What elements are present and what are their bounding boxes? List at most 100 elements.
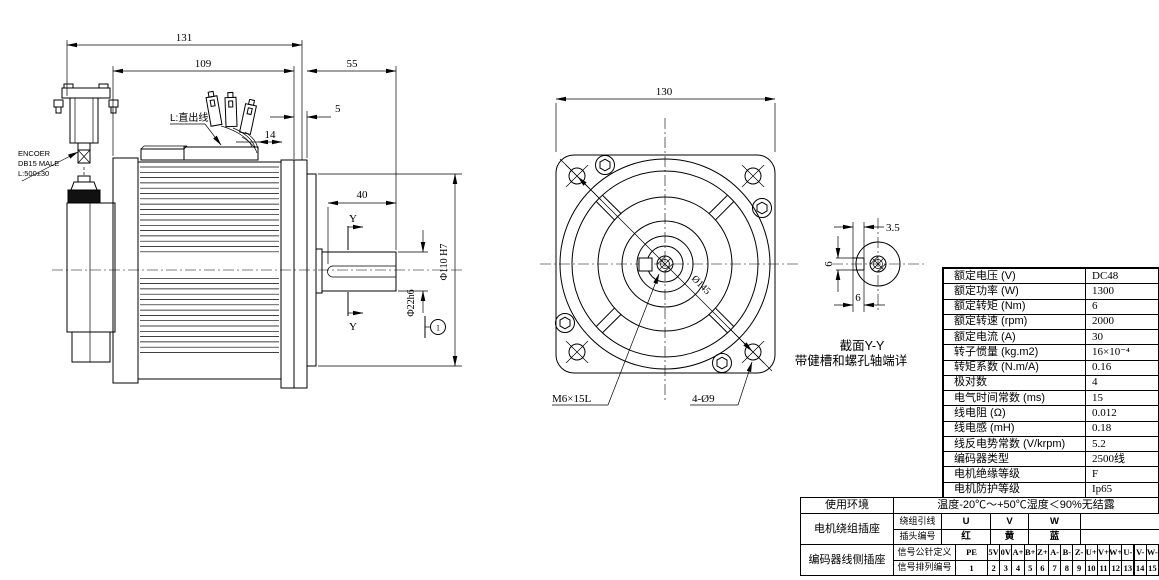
encoder-signal-cell: W+ — [1109, 544, 1123, 561]
spec-label: 额定转速 (rpm) — [943, 313, 1086, 331]
section-caption: 截面Y-Y — [840, 339, 885, 353]
side-view: ENCOER DB15 MALE L:500±30 — [18, 32, 462, 389]
lead-wires: L:直出线 — [170, 90, 259, 154]
encoder-signal-cell: 14 — [1133, 559, 1147, 576]
winding-cell: U — [941, 513, 991, 530]
spec-label: 电机绝缘等级 — [943, 466, 1086, 483]
encoder-signal-cell: U+ — [1084, 544, 1098, 561]
encoder-signal-cell: V- — [1133, 544, 1147, 561]
spec-value: DC48 — [1085, 268, 1159, 285]
encoder-connector — [53, 83, 119, 363]
encoder-signal-cell: 13 — [1121, 559, 1135, 576]
spec-value: 2000 — [1085, 313, 1159, 331]
winding-cell: 黄 — [990, 528, 1029, 545]
dim-55: 55 — [347, 58, 359, 70]
spade-terminal — [239, 98, 257, 135]
encoder-label-line1: ENCOER — [18, 149, 51, 158]
section-caption-2: 带健槽和螺孔轴端详 — [795, 353, 908, 368]
encoder-signal-cell: B+ — [1023, 544, 1037, 561]
spec-label: 转矩系数 (N.m/A) — [943, 359, 1086, 376]
env-label: 使用环境 — [800, 497, 894, 514]
spec-label: 转子惯量 (kg.m2) — [943, 344, 1086, 361]
dim-6-side: 6 — [823, 261, 835, 267]
dim-6-width: 6 — [855, 292, 861, 304]
winding-label: 电机绕组插座 — [800, 513, 894, 545]
spec-label: 额定电压 (V) — [943, 268, 1086, 285]
encoder-signal-cell: 6 — [1035, 559, 1050, 576]
encoder-signal-cell: 5 — [1023, 559, 1037, 576]
encoder-label-line2: DB15 MALE — [18, 159, 59, 168]
dim-131: 131 — [176, 32, 193, 44]
dim-pilot-diameter: Φ110 H7 — [439, 244, 450, 281]
encoder-signal-cell: Z- — [1072, 544, 1086, 561]
spec-value: 16×10⁻⁴ — [1085, 344, 1159, 361]
spec-value: 15 — [1085, 390, 1159, 407]
spec-label: 电气时间常数 (ms) — [943, 390, 1086, 407]
encoder-signal-cell: 1 — [955, 559, 988, 576]
front-view: 130 Ø145 M6×15L 4-Ø9 — [540, 86, 800, 406]
spec-value: 0.16 — [1085, 359, 1159, 376]
spade-terminal — [205, 90, 223, 127]
dim-40: 40 — [357, 189, 369, 201]
encoder-callout: ENCOER DB15 MALE L:500±30 — [18, 149, 79, 182]
spec-value: 6 — [1085, 298, 1159, 315]
spec-label: 极对数 — [943, 374, 1086, 392]
dim-5: 5 — [335, 103, 341, 115]
encoder-label: 编码器线侧插座 — [800, 544, 894, 576]
encoder-signal-cell: W- — [1145, 544, 1159, 561]
spec-value: Ip65 — [1085, 481, 1159, 498]
encoder-signal-cell: A+ — [1011, 544, 1025, 561]
encoder-signal-cell: U- — [1121, 544, 1135, 561]
encoder-row-name: 信号排列编号 — [893, 559, 956, 576]
encoder-signal-cell: Z+ — [1035, 544, 1050, 561]
encoder-signal-cell: PE — [955, 544, 988, 561]
spec-value: 0.012 — [1085, 405, 1159, 422]
encoder-signal-cell: 3 — [999, 559, 1013, 576]
winding-cell: V — [990, 513, 1029, 530]
mounting-holes — [565, 164, 765, 364]
motor-body — [112, 145, 397, 389]
dim-14: 14 — [265, 129, 277, 141]
spec-label: 额定电流 (A) — [943, 329, 1086, 346]
spec-value: 1300 — [1085, 283, 1159, 300]
dim-shaft-diameter: Φ22h6 — [406, 289, 417, 316]
datum-circle — [430, 319, 446, 335]
spade-terminal — [224, 91, 238, 128]
spec-value: 2500线 — [1085, 451, 1159, 468]
datum-number: 1 — [436, 324, 440, 333]
holes-callout: 4-Ø9 — [692, 393, 715, 405]
encoder-label-line3: L:500±30 — [18, 169, 49, 178]
section-dimensions: 3.5 6 6 — [823, 222, 900, 308]
spec-label: 线电感 (mH) — [943, 420, 1086, 437]
env-value: 温度-20℃～+50℃湿度＜90%无结露 — [893, 497, 1159, 514]
cooling-fins — [140, 166, 279, 353]
encoder-signal-cell: B- — [1060, 544, 1074, 561]
dim-3-5: 3.5 — [886, 222, 900, 234]
encoder-signal-cell: 9 — [1072, 559, 1086, 576]
section-mark-top: Y — [349, 213, 357, 225]
encoder-signal-cell: 5V — [987, 544, 1001, 561]
winding-row-name: 插头编号 — [893, 528, 942, 545]
encoder-signal-cell: A- — [1048, 544, 1062, 561]
dim-bolt-circle: Ø145 — [689, 273, 713, 297]
spec-label: 额定功率 (W) — [943, 283, 1086, 300]
spokes — [595, 194, 735, 334]
spec-label: 编码器类型 — [943, 451, 1086, 468]
flange-outline — [555, 154, 776, 374]
spec-label: 额定转矩 (Nm) — [943, 298, 1086, 315]
spec-value: 0.18 — [1085, 420, 1159, 437]
section-view: 3.5 6 6 截面Y-Y 带健槽和螺孔轴端详 — [795, 218, 924, 368]
encoder-signal-cell: 7 — [1048, 559, 1062, 576]
spec-label: 线反电势常数 (V/krpm) — [943, 435, 1086, 453]
side-view-dimensions: 131 109 55 5 14 40 Y Y — [66, 32, 462, 367]
spec-label: 电机防护等级 — [943, 481, 1086, 498]
thread-hatch — [870, 256, 886, 272]
section-mark-bottom: Y — [349, 321, 357, 333]
dim-109: 109 — [195, 58, 212, 70]
encoder-signal-cell: 10 — [1084, 559, 1098, 576]
winding-row-name: 绕组引线 — [893, 513, 942, 530]
spec-value: 4 — [1085, 374, 1159, 392]
encoder-signal-cell: 15 — [1145, 559, 1159, 576]
winding-cell — [1080, 528, 1159, 545]
